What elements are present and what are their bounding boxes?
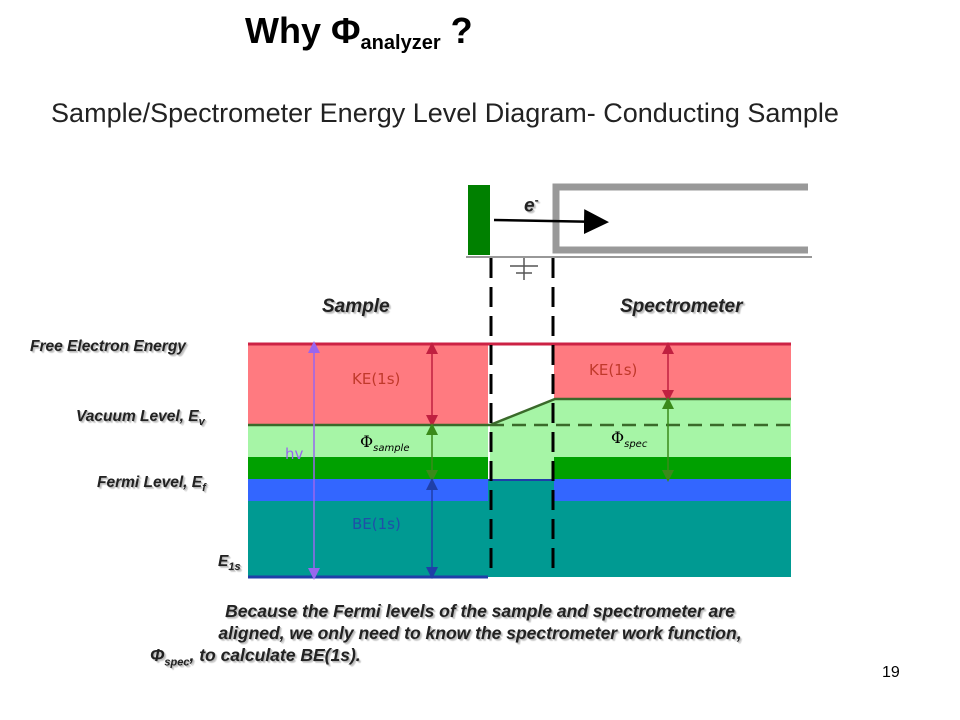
spec-core-band <box>554 501 791 577</box>
spectrometer-region-label: Spectrometer <box>620 296 743 317</box>
sample-region-label: Sample <box>322 296 390 317</box>
electron-path-arrow <box>493 209 609 235</box>
spec-fermi-blue-band <box>554 479 791 501</box>
title-subscript: analyzer <box>360 32 441 54</box>
fermi-level-label: Fermi Level, Ef <box>97 474 206 494</box>
title-main: Why Φ <box>245 10 361 51</box>
slide-title: Why Φanalyzer ? <box>245 10 473 54</box>
phi-sample-sub: sample <box>373 443 410 455</box>
core-level-text: E <box>218 553 229 570</box>
phi-spec-sub: spec <box>624 439 648 451</box>
sample-ke-label: KE(1s) <box>352 370 401 388</box>
sample-core-band <box>248 501 488 577</box>
phi-spec-symbol: Φ <box>611 428 625 447</box>
spec-fermi-green-band <box>554 457 791 479</box>
page-number: 19 <box>882 664 900 681</box>
spec-ke-label: KE(1s) <box>589 361 638 379</box>
fermi-level-sub: f <box>202 482 206 495</box>
sample-fermi-green-band <box>248 457 488 479</box>
electron-symbol: e <box>524 195 535 217</box>
caption-phi-symbol: Φ <box>150 645 165 665</box>
caption-line-1: Because the Fermi levels of the sample a… <box>225 601 735 621</box>
caption-line-2: aligned, we only need to know the spectr… <box>218 623 742 643</box>
ground-icon <box>510 258 538 280</box>
electron-label: e- <box>524 193 539 217</box>
spec-work-function-band <box>554 399 791 457</box>
caption: Because the Fermi levels of the sample a… <box>130 600 830 674</box>
core-level-sub: 1s <box>228 561 241 574</box>
phi-sample-label: Φsample <box>360 432 409 454</box>
vacuum-level-text: Vacuum Level, E <box>76 408 199 425</box>
phi-sample-symbol: Φ <box>360 432 374 451</box>
hv-label: hv <box>285 445 304 463</box>
phi-spec-label: Φspec <box>611 428 647 450</box>
sample-ke-band <box>248 344 488 425</box>
caption-line-3-text: , to calculate BE(1s). <box>189 645 361 665</box>
caption-phi-sub: spec <box>164 656 190 669</box>
free-electron-energy-label: Free Electron Energy <box>30 338 186 355</box>
be-label: BE(1s) <box>352 515 401 533</box>
sample-fermi-blue-band <box>248 479 488 501</box>
core-level-label: E1s <box>218 553 241 573</box>
sample-plate <box>468 185 490 255</box>
vacuum-level-sub: v <box>198 416 205 429</box>
spectrometer-wall <box>552 183 808 254</box>
vacuum-level-label: Vacuum Level, Ev <box>76 408 205 428</box>
gap-core-band <box>488 480 554 577</box>
spec-vacuum-line <box>489 397 791 427</box>
caption-line-3: Φspec, to calculate BE(1s). <box>130 644 830 674</box>
diagram-subtitle: Sample/Spectrometer Energy Level Diagram… <box>51 98 839 128</box>
fermi-level-text: Fermi Level, E <box>97 474 203 491</box>
title-suffix: ? <box>440 10 473 51</box>
sample-work-function-band <box>248 425 488 457</box>
electron-charge: - <box>534 193 539 207</box>
